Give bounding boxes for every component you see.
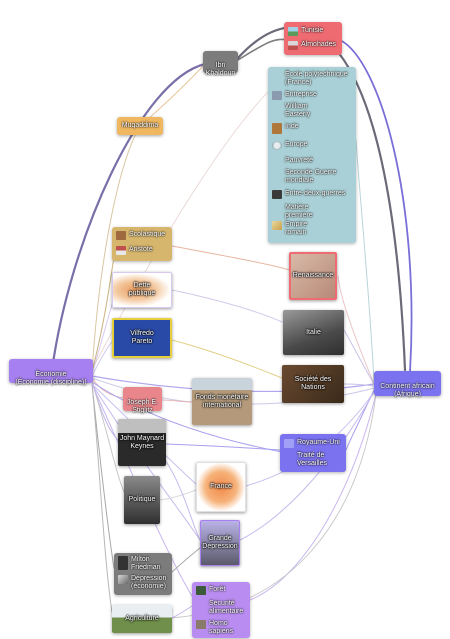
empire-romain-thumbnail-icon [272, 221, 282, 230]
entre-deux-guerres-thumbnail-icon [272, 190, 282, 199]
node-joseph-stiglitz-label: Joseph E. Stiglitz [126, 399, 159, 414]
group-item-milton-friedman[interactable]: Milton Friedman [118, 556, 170, 572]
group-item-tunisie[interactable]: Tunisie [288, 27, 340, 36]
group-item-depression-economie[interactable]: Dépression (économie) [118, 575, 170, 591]
group-item-almohades[interactable]: Almohades [288, 41, 340, 50]
inde-thumbnail-icon [272, 123, 282, 134]
node-italie[interactable]: Italie [283, 310, 344, 355]
aristote-thumbnail-icon [116, 246, 126, 255]
node-france-label: France [210, 483, 232, 490]
group-foret[interactable]: Forêt Sécurité alimentaire Homo sapiens [192, 582, 250, 638]
node-fonds-monetaire-label: Fonds monétaire international [195, 393, 249, 409]
group-item-matiere-premiere[interactable]: Matière première [272, 204, 354, 220]
node-societe-des-nations[interactable]: Société des Nations [282, 365, 344, 403]
friedman-thumbnail-icon [118, 556, 128, 570]
node-societe-des-nations-label: Société des Nations [294, 376, 332, 391]
scolastique-thumbnail-icon [116, 231, 126, 240]
group-item-aristote[interactable]: Aristote [116, 246, 170, 255]
node-fonds-monetaire[interactable]: Fonds monétaire international [192, 378, 252, 425]
group-milton-friedman[interactable]: Milton Friedman Dépression (économie) [114, 553, 172, 595]
group-item-europe[interactable]: Europe [272, 141, 354, 150]
node-ibn-khaldoun[interactable]: Ibn Khaldoun [203, 51, 238, 77]
node-renaissance-label: Renaissance [292, 272, 334, 279]
group-tunisie[interactable]: Tunisie Almohades [284, 22, 342, 55]
group-item-entre-deux-guerres[interactable]: Entre-deux-guerres [272, 190, 354, 199]
pauvrete-thumbnail-icon [272, 157, 282, 166]
node-muqaddima-label: Muqaddima [121, 122, 159, 129]
node-muqaddima[interactable]: Muqaddima [117, 117, 163, 135]
homo-sapiens-thumbnail-icon [196, 620, 206, 629]
edge-tunisie-continent [339, 39, 413, 373]
node-politique[interactable]: Politique [124, 476, 160, 524]
foret-thumbnail-icon [196, 586, 206, 595]
node-joseph-stiglitz[interactable]: Joseph E. Stiglitz [123, 387, 162, 414]
seconde-guerre-thumbnail-icon [272, 169, 282, 178]
group-item-pauvrete[interactable]: Pauvreté [272, 157, 354, 166]
node-john-maynard-keynes-label: John Maynard Keynes [119, 434, 165, 450]
node-john-maynard-keynes[interactable]: John Maynard Keynes [118, 419, 166, 466]
node-continent-africain[interactable]: Continent africain (Afrique) [374, 371, 441, 398]
node-grande-depression-label: Grande Dépression [202, 535, 238, 550]
group-item-william-easterly[interactable]: William Easterly [272, 103, 354, 119]
node-dette-publique-label: Dette publique [128, 282, 156, 297]
group-item-royaume-uni[interactable]: Royaume-Uni [284, 439, 344, 448]
entreprise-thumbnail-icon [272, 91, 282, 100]
node-economie[interactable]: Économie (Économie (discipline)) [9, 359, 93, 386]
depression-thumbnail-icon [118, 575, 128, 584]
group-item-traite-de-versailles[interactable]: Traité de Versailles [284, 452, 344, 468]
node-renaissance[interactable]: Renaissance [289, 252, 337, 300]
matiere-thumbnail-icon [272, 204, 282, 213]
node-politique-label: Politique [128, 496, 156, 503]
group-royaume-uni[interactable]: Royaume-Uni Traité de Versailles [280, 434, 346, 472]
europe-thumbnail-icon [272, 141, 282, 150]
node-grande-depression[interactable]: Grande Dépression [200, 520, 240, 566]
group-teal[interactable]: École polytechnique (France) Entreprise … [268, 67, 356, 243]
versailles-thumbnail-icon [284, 452, 294, 461]
group-item-securite-alimentaire[interactable]: Sécurité alimentaire [196, 600, 248, 616]
group-item-seconde-guerre[interactable]: Seconde Guerre mondiale [272, 169, 354, 185]
group-item-empire-romain[interactable]: Empire romain [272, 221, 354, 237]
ecole-thumbnail-icon [272, 71, 282, 80]
easterly-thumbnail-icon [272, 103, 282, 112]
node-italie-label: Italie [306, 328, 321, 336]
node-vilfredo-pareto-label: Vilfredo Pareto [130, 330, 154, 345]
group-item-inde[interactable]: Inde [272, 123, 354, 134]
node-agriculture-label: Agriculture [125, 615, 159, 622]
group-item-entreprise[interactable]: Entreprise [272, 91, 354, 100]
group-item-foret[interactable]: Forêt [196, 586, 248, 595]
almohades-thumbnail-icon [288, 41, 298, 50]
group-scolastique[interactable]: Scolastique Aristote [112, 227, 172, 261]
royaume-uni-thumbnail-icon [284, 439, 294, 448]
node-dette-publique[interactable]: Dette publique [112, 272, 172, 308]
group-item-homo-sapiens[interactable]: Homo sapiens [196, 620, 248, 636]
node-economie-label: Économie (Économie (discipline)) [15, 371, 87, 386]
edge-economie-ibn-khaldoun [50, 62, 207, 372]
node-agriculture[interactable]: Agriculture [112, 605, 172, 633]
group-item-scolastique[interactable]: Scolastique [116, 231, 170, 240]
securite-thumbnail-icon [196, 600, 206, 609]
node-france[interactable]: France [196, 462, 246, 512]
tunisie-thumbnail-icon [288, 27, 298, 36]
group-item-ecole-polytechnique[interactable]: École polytechnique (France) [272, 71, 354, 87]
node-ibn-khaldoun-label: Ibn Khaldoun [205, 62, 236, 77]
node-vilfredo-pareto[interactable]: Vilfredo Pareto [112, 318, 172, 358]
node-continent-africain-label: Continent africain (Afrique) [380, 383, 435, 398]
